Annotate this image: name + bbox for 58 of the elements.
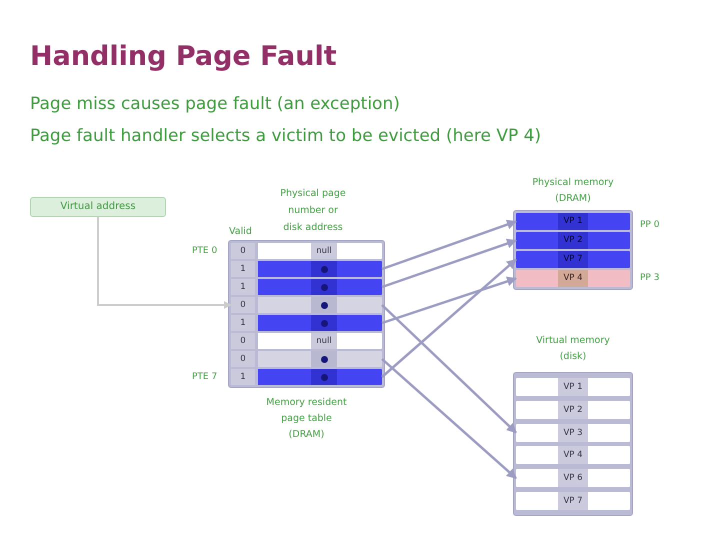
page-table-entry — [231, 315, 382, 331]
page-table-entry — [231, 333, 382, 349]
page-label: VP 1 — [562, 381, 584, 394]
table-caption: Memory resident page table (DRAM) — [265, 396, 348, 442]
arrow — [382, 238, 517, 288]
row-label: PP 3 — [640, 272, 660, 284]
bullet-text: Page miss causes page fault (an exception) — [30, 93, 400, 115]
page-table-entry — [231, 243, 382, 259]
slide-title: Handling Page Fault — [30, 40, 337, 74]
disk-page — [516, 469, 630, 488]
memory-page — [516, 232, 630, 249]
page-label: VP 3 — [562, 426, 584, 440]
valid-bit: 0 — [231, 243, 255, 259]
row-label: PP 0 — [640, 219, 660, 231]
valid-bit: 1 — [231, 279, 255, 295]
disk-page — [516, 378, 630, 396]
valid-bit: 1 — [231, 369, 255, 385]
pointer-value: null — [315, 245, 333, 258]
arrow — [381, 358, 517, 480]
page-label: VP 6 — [562, 472, 584, 486]
memory-caption: Virtual memory (disk) — [535, 334, 611, 364]
address-box: Virtual address — [30, 197, 166, 217]
memory-page — [516, 251, 630, 268]
page-label: VP 7 — [562, 495, 584, 508]
page-table-entry — [231, 261, 382, 277]
memory-caption: Physical memory (DRAM) — [531, 176, 615, 206]
page-label: VP 4 — [562, 449, 584, 462]
memory-page — [516, 213, 630, 230]
arrow — [97, 217, 232, 309]
valid-bit: 0 — [231, 333, 255, 349]
disk-page — [516, 492, 630, 510]
pointer-value: null — [315, 335, 333, 348]
row-label: PTE 0 — [192, 245, 218, 257]
valid-bit: 0 — [231, 351, 255, 367]
bullet-text: Page fault handler selects a victim to be evicted (here VP 4) — [30, 125, 542, 147]
memory-page — [516, 270, 630, 287]
page-table-entry — [231, 369, 382, 385]
column-header: Valid — [229, 225, 252, 239]
page-label: VP 2 — [562, 404, 584, 417]
valid-bit: 1 — [231, 315, 255, 331]
page-label: VP 7 — [562, 253, 584, 266]
disk-page — [516, 424, 630, 442]
page-table-entry — [231, 279, 382, 295]
page-table-entry — [231, 351, 382, 367]
page-table-entry — [231, 297, 382, 313]
page-label: VP 2 — [562, 234, 584, 247]
valid-bit: 0 — [231, 297, 255, 313]
page-label: VP 4 — [562, 272, 584, 285]
arrow — [382, 220, 517, 270]
disk-page — [516, 400, 630, 419]
column-header: Physical page number or disk address — [279, 187, 347, 235]
arrow — [381, 304, 517, 434]
arrow — [381, 258, 517, 378]
arrow — [382, 276, 517, 324]
row-label: PTE 7 — [192, 371, 218, 383]
disk-page — [516, 446, 630, 464]
valid-bit: 1 — [231, 261, 255, 277]
page-label: VP 1 — [562, 215, 584, 228]
